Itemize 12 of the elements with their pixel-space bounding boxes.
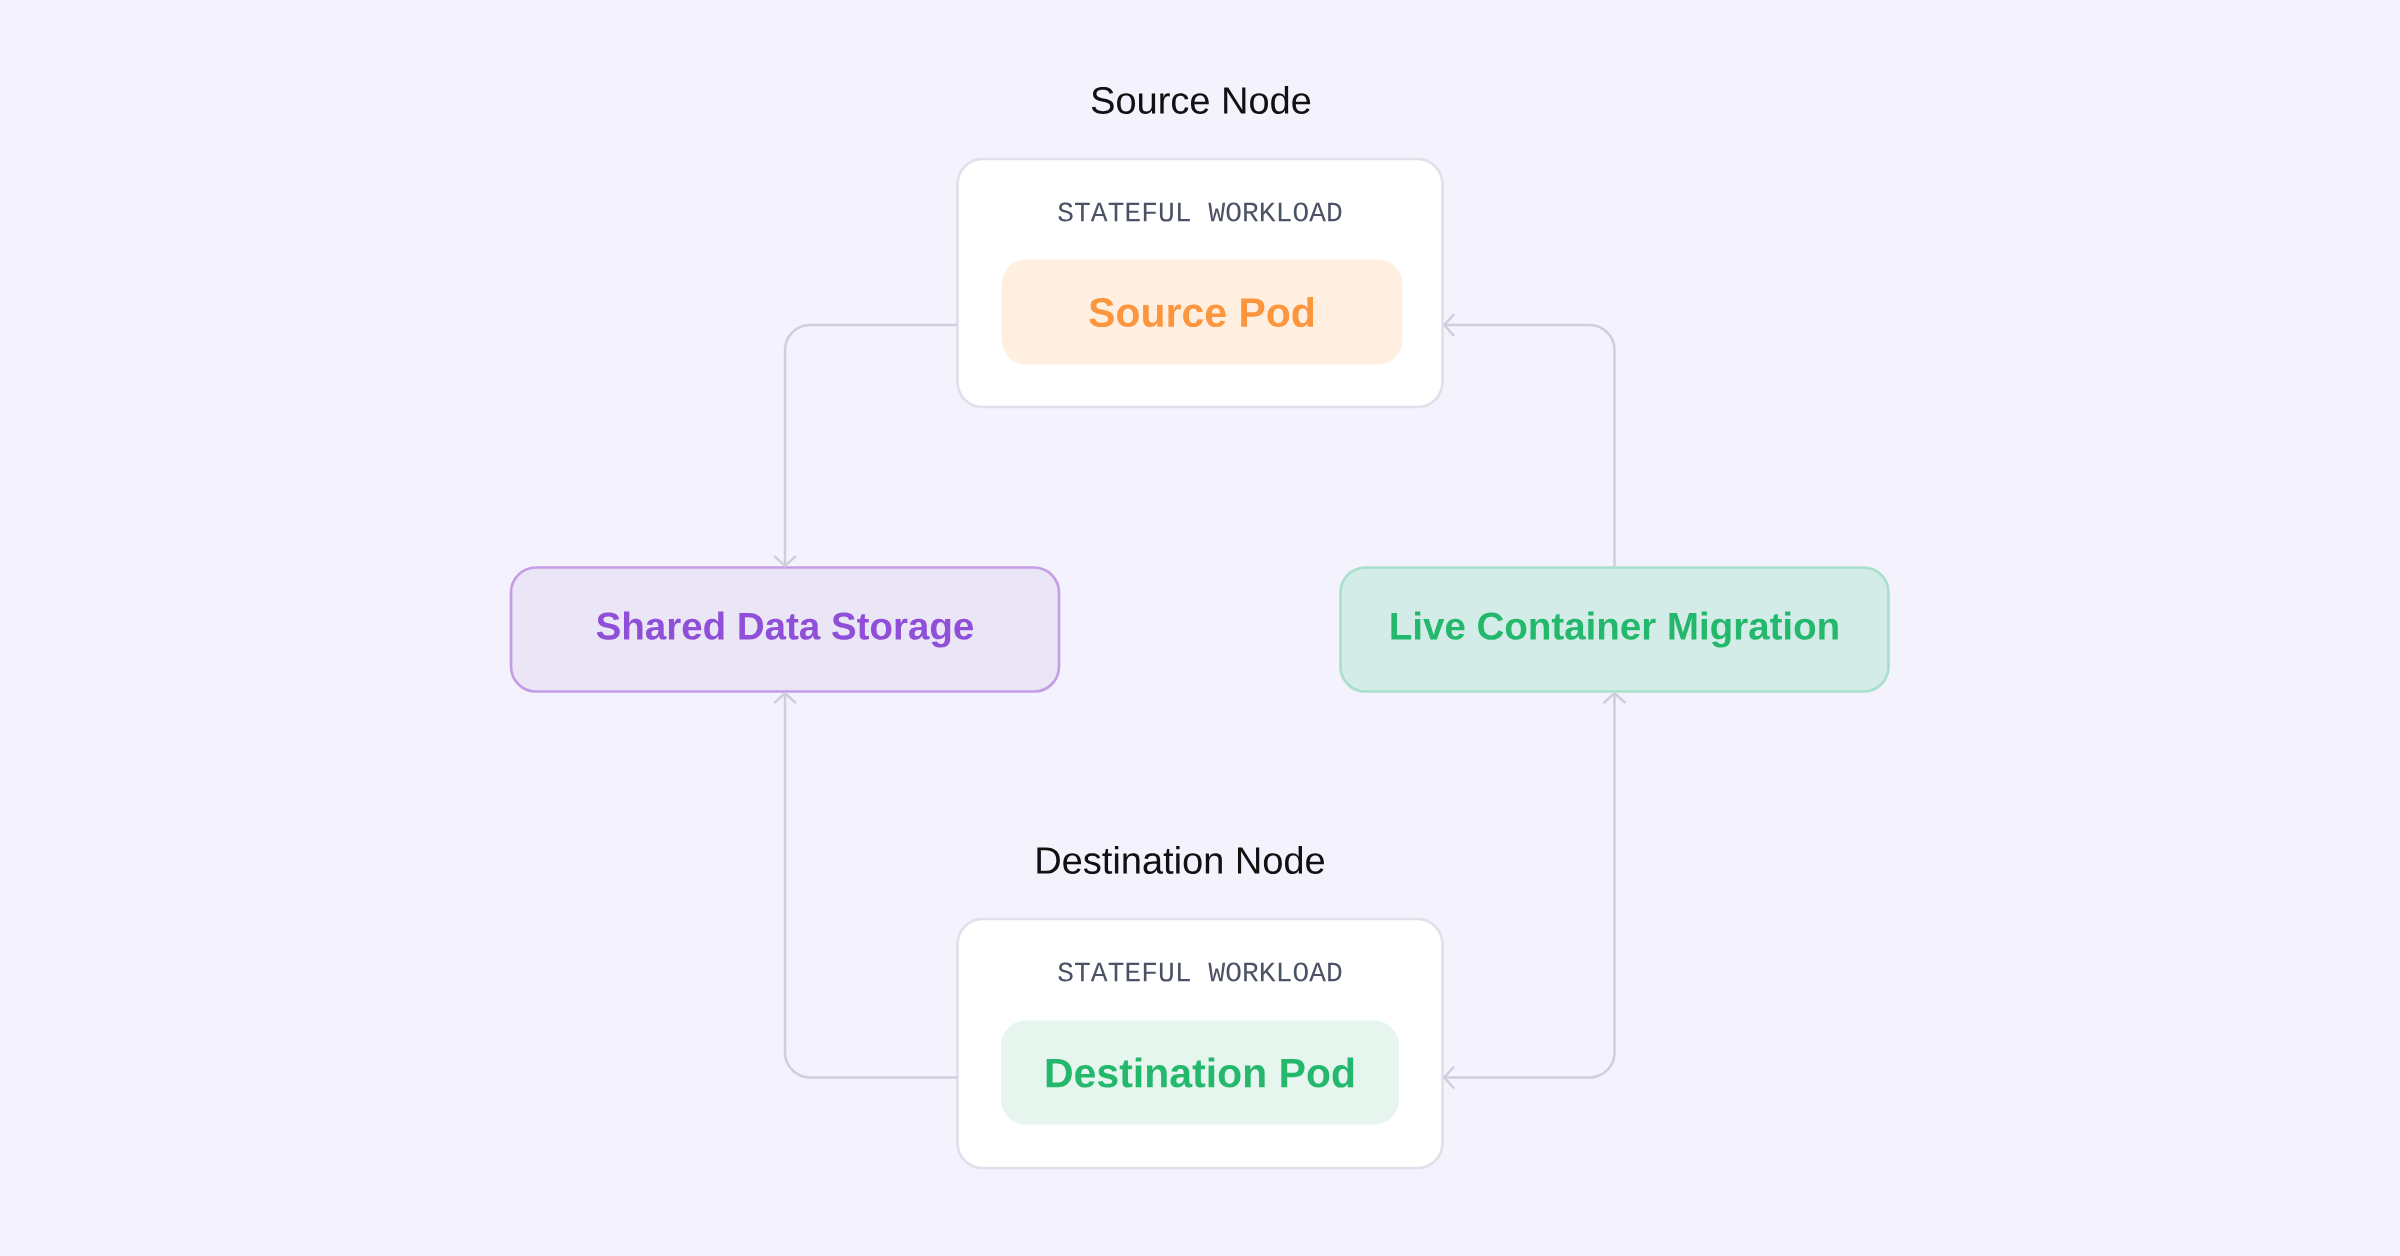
connector-arrow [773,691,958,1079]
node-title: Source Node [1091,86,1311,114]
connector-arrow [773,323,958,568]
process-box: Live Container Migration [1339,566,1890,693]
pod-box: Source Pod [1001,259,1403,365]
connector-arrow [1442,313,1616,568]
workload-label: STATEFUL WORKLOAD [1058,962,1342,982]
connector-arrow [1442,691,1627,1090]
pod-box: Destination Pod [1001,1020,1399,1125]
node-title: Destination Node [1037,846,1324,874]
process-box: Shared Data Storage [509,566,1061,693]
workload-label: STATEFUL WORKLOAD [1058,202,1342,222]
